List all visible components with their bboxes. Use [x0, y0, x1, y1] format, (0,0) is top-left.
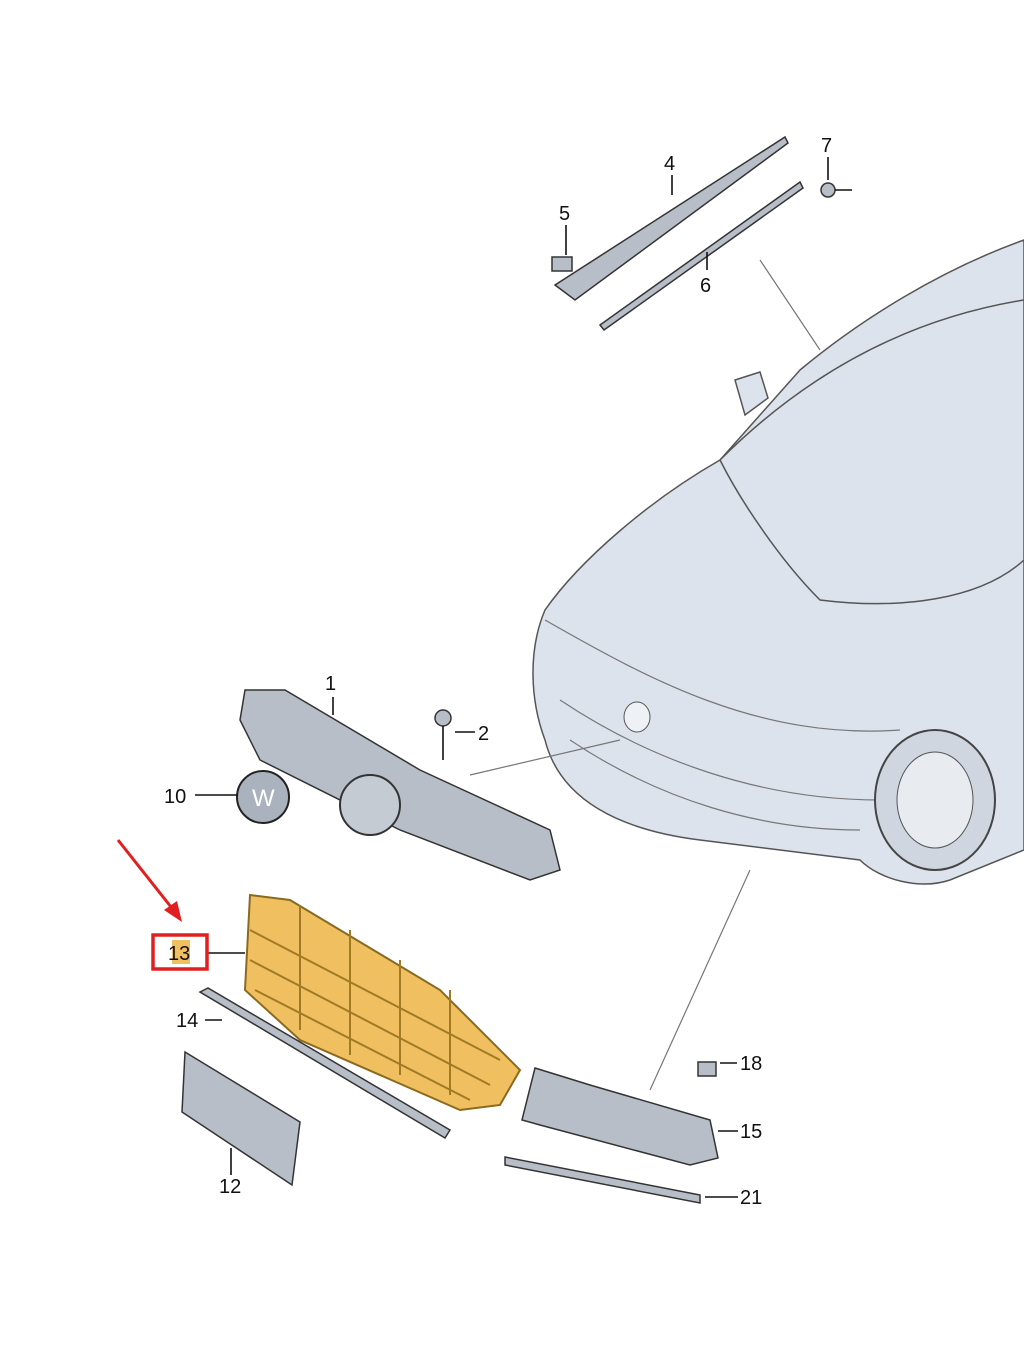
- label-5: 5: [559, 203, 570, 225]
- label-4: 4: [664, 153, 675, 175]
- label-13: 13: [168, 943, 190, 965]
- label-15: 15: [740, 1121, 762, 1143]
- part-7-bolt[interactable]: [820, 182, 852, 198]
- svg-text:W: W: [252, 785, 275, 812]
- highlight-box: [151, 933, 209, 971]
- label-6: 6: [700, 275, 711, 297]
- part-1-grille[interactable]: [239, 689, 561, 881]
- label-18: 18: [740, 1053, 762, 1075]
- part-5-clip[interactable]: [551, 256, 573, 272]
- label-14: 14: [176, 1010, 198, 1032]
- label-1: 1: [325, 673, 336, 695]
- part-15-side-grille[interactable]: [521, 1067, 719, 1166]
- label-21: 21: [740, 1187, 762, 1209]
- part-13-lower-grille[interactable]: [243, 893, 522, 1112]
- part-6-strip[interactable]: [598, 180, 804, 332]
- part-10-emblem[interactable]: W: [236, 770, 290, 824]
- part-14-trim[interactable]: [198, 987, 452, 1140]
- part-1-emblem-mount: [339, 774, 401, 836]
- part-21-trim[interactable]: [504, 1156, 701, 1204]
- part-12-plate-bracket[interactable]: [181, 1050, 301, 1187]
- part-2-screw[interactable]: [434, 709, 452, 760]
- label-12: 12: [219, 1176, 241, 1198]
- part-18-clip[interactable]: [697, 1061, 717, 1077]
- car-illustration: [469, 239, 1024, 1091]
- label-10: 10: [164, 786, 186, 808]
- red-arrow-icon: [116, 839, 182, 922]
- label-7: 7: [821, 135, 832, 157]
- label-2: 2: [478, 723, 489, 745]
- part-4-strip[interactable]: [553, 135, 789, 301]
